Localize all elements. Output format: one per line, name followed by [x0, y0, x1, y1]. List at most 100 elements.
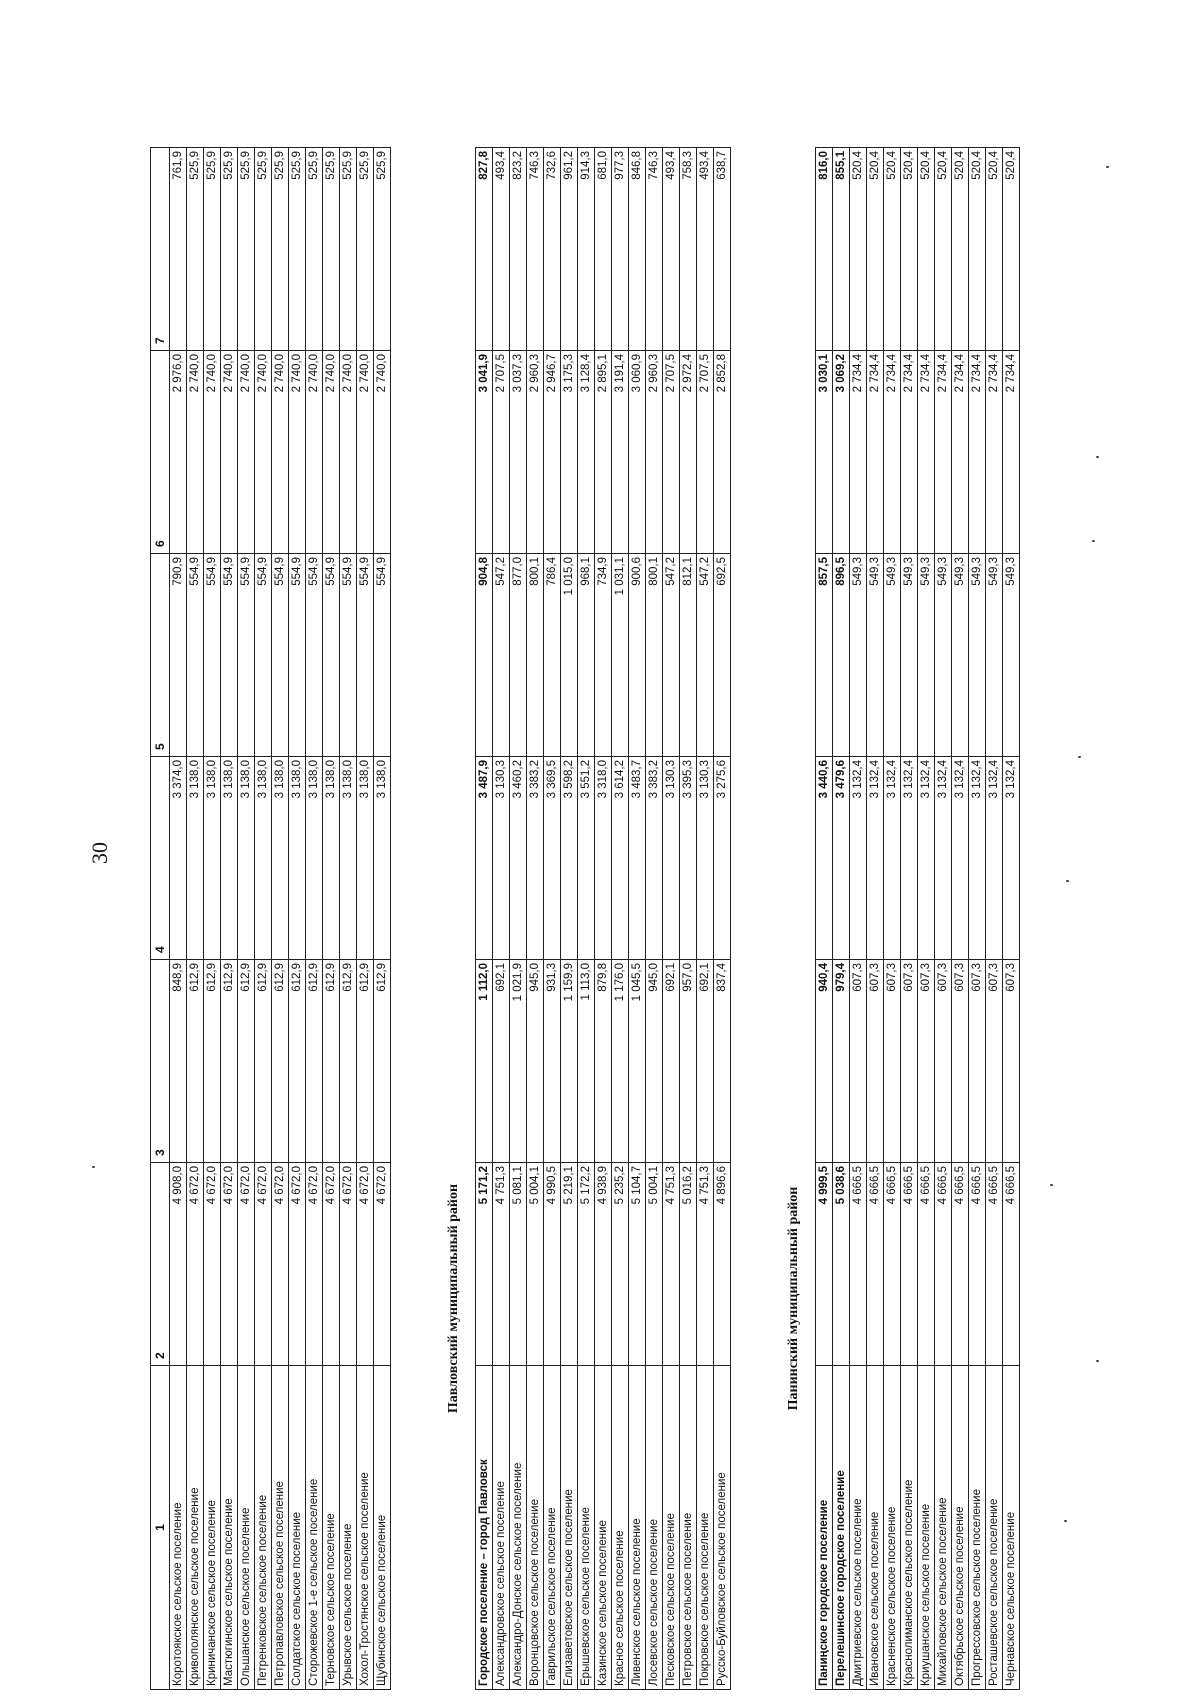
value-cell: 837,4: [713, 959, 731, 1163]
scan-speck: [826, 1650, 829, 1652]
value-cell: 786,4: [543, 553, 561, 757]
settlement-name-cell: Росташевское сельское поселение: [985, 1365, 1003, 1690]
value-cell: 1 045,5: [628, 959, 646, 1163]
value-cell: 554,9: [288, 553, 306, 757]
value-cell: 2 852,8: [713, 350, 731, 554]
value-cell: 3 138,0: [288, 756, 306, 960]
value-cell: 525,9: [186, 147, 204, 351]
value-cell: 2 734,4: [849, 350, 867, 554]
value-cell: 638,7: [713, 147, 731, 351]
value-cell: 746,3: [526, 147, 544, 351]
value-cell: 3 030,1: [815, 350, 833, 554]
value-cell: 3 060,9: [628, 350, 646, 554]
value-cell: 681,0: [594, 147, 612, 351]
value-cell: 520,4: [1002, 147, 1020, 351]
value-cell: 2 734,4: [951, 350, 969, 554]
value-cell: 1 031,1: [611, 553, 629, 757]
value-cell: 554,9: [271, 553, 289, 757]
value-cell: 4 672,0: [271, 1162, 289, 1366]
scan-speck: [1050, 1184, 1053, 1186]
value-cell: 3 132,4: [883, 756, 901, 960]
value-cell: 493,4: [492, 147, 510, 351]
value-cell: 3 138,0: [203, 756, 221, 960]
value-cell: 554,9: [339, 553, 357, 757]
value-cell: 5 219,1: [560, 1162, 578, 1366]
value-cell: 4 672,0: [237, 1162, 255, 1366]
settlement-name-cell: Октябрьское сельское поселение: [951, 1365, 969, 1690]
value-cell: 4 666,5: [866, 1162, 884, 1366]
value-cell: 3 138,0: [220, 756, 238, 960]
settlement-name-cell: Ивановское сельское поселение: [866, 1365, 884, 1690]
value-cell: 4 672,0: [220, 1162, 238, 1366]
value-cell: 3 598,2: [560, 756, 578, 960]
value-cell: 3 041,9: [475, 350, 493, 554]
value-cell: 5 081,1: [509, 1162, 527, 1366]
settlement-name-cell: Кривополянское сельское поселение: [186, 1365, 204, 1690]
value-cell: 931,3: [543, 959, 561, 1163]
value-cell: 3 479,6: [832, 756, 850, 960]
value-cell: 2 740,0: [254, 350, 272, 554]
value-cell: 2 946,7: [543, 350, 561, 554]
value-cell: 520,4: [849, 147, 867, 351]
value-cell: 612,9: [254, 959, 272, 1163]
value-cell: 547,2: [696, 553, 714, 757]
value-cell: 1 176,0: [611, 959, 629, 1163]
scan-speck: [1096, 1360, 1099, 1362]
col-header-6: 6: [150, 350, 170, 554]
settlement-name-cell: Александро-Донское сельское поселение: [509, 1365, 527, 1690]
value-cell: 525,9: [271, 147, 289, 351]
value-cell: 4 672,0: [288, 1162, 306, 1366]
spacer-row: [731, 148, 774, 1690]
value-cell: 2 895,1: [594, 350, 612, 554]
value-cell: 2 740,0: [288, 350, 306, 554]
value-cell: 857,5: [815, 553, 833, 757]
value-cell: 2 960,3: [645, 350, 663, 554]
value-cell: 607,3: [883, 959, 901, 1163]
value-cell: 855,1: [832, 147, 850, 351]
value-cell: 2 734,4: [900, 350, 918, 554]
value-cell: 904,8: [475, 553, 493, 757]
value-cell: 3 275,6: [713, 756, 731, 960]
value-cell: 549,3: [985, 553, 1003, 757]
value-cell: 4 666,5: [1002, 1162, 1020, 1366]
value-cell: 612,9: [356, 959, 374, 1163]
page-number: 30: [87, 842, 112, 864]
value-cell: 607,3: [917, 959, 935, 1163]
settlement-name-cell: Щубинское сельское поселение: [373, 1365, 391, 1690]
value-cell: 3 460,2: [509, 756, 527, 960]
value-cell: 734,9: [594, 553, 612, 757]
scan-speck: [1096, 456, 1099, 458]
value-cell: 520,4: [968, 147, 986, 351]
settlement-name-cell: Александровское сельское поселение: [492, 1365, 510, 1690]
settlement-name-cell: Михайловское сельское поселение: [934, 1365, 952, 1690]
value-cell: 3 138,0: [271, 756, 289, 960]
settlement-name-cell: Петровское сельское поселение: [679, 1365, 697, 1690]
scan-speck: [1066, 880, 1069, 882]
col-header-5: 5: [150, 553, 170, 757]
settlement-name-cell: Дмитриевское сельское поселение: [849, 1365, 867, 1690]
settlement-name-cell: Ерышевское сельское поселение: [577, 1365, 595, 1690]
value-cell: 3 130,3: [696, 756, 714, 960]
value-cell: 607,3: [985, 959, 1003, 1163]
value-cell: 612,9: [288, 959, 306, 1163]
value-cell: 914,3: [577, 147, 595, 351]
value-cell: 554,9: [186, 553, 204, 757]
value-cell: 692,5: [713, 553, 731, 757]
value-cell: 3 132,4: [900, 756, 918, 960]
value-cell: 520,4: [934, 147, 952, 351]
